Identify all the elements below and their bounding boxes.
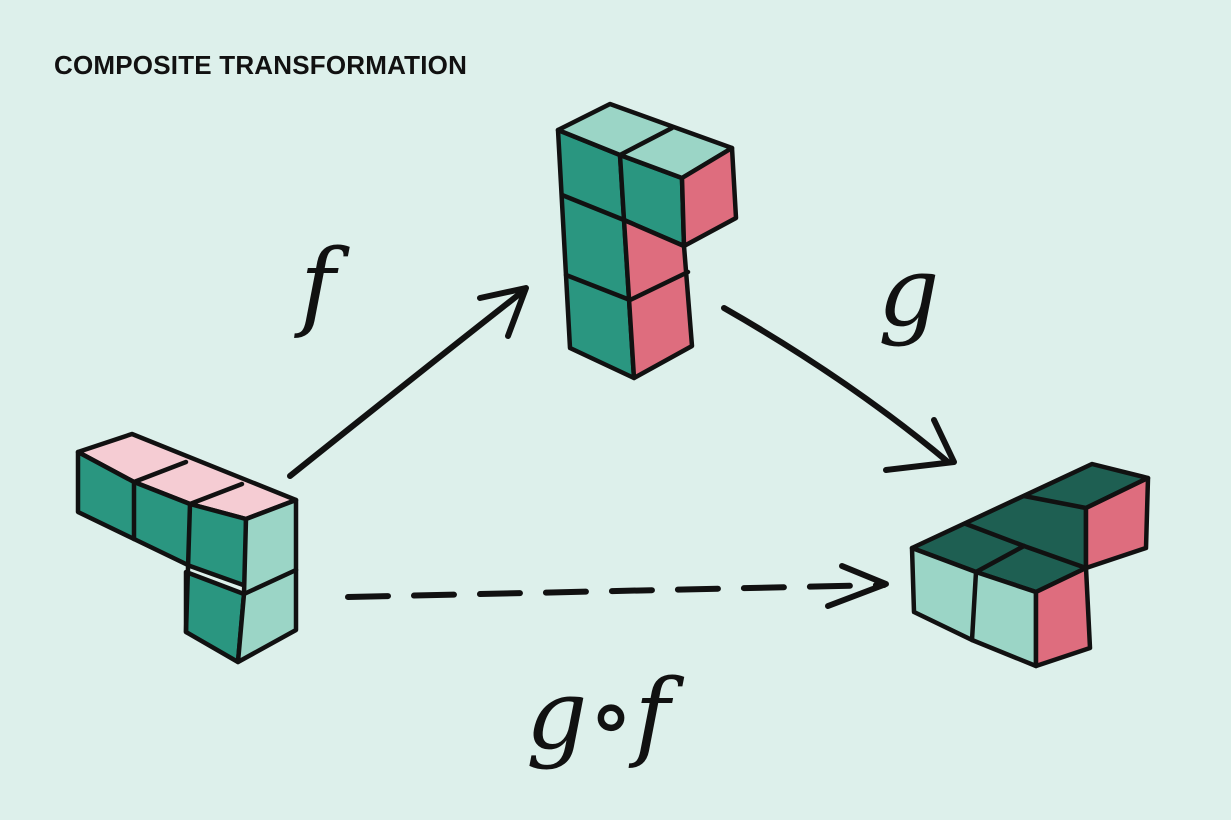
- source-top-grid-1: [131, 459, 189, 485]
- label-gof: g∘f: [526, 659, 685, 771]
- source-front-lower: [183, 569, 247, 665]
- label-f: f: [294, 229, 350, 341]
- gof-image-shape: [909, 461, 1151, 669]
- result-front-grid: [969, 569, 979, 643]
- source-top-grid-2: [187, 481, 245, 507]
- source-shape: [75, 431, 299, 665]
- arrow-f: [287, 285, 529, 479]
- middle-top-grid: [617, 125, 675, 158]
- page-title: COMPOSITE TRANSFORMATION: [54, 50, 468, 80]
- middle-side-arm: [679, 145, 739, 249]
- result-top-grid-1: [963, 521, 1027, 549]
- result-top-grid-2: [1021, 493, 1089, 511]
- middle-side-column: [621, 217, 695, 381]
- middle-front-grid-2: [563, 272, 633, 303]
- middle-front-grid-1: [559, 192, 627, 223]
- result-top-grid-3: [973, 543, 1027, 575]
- result-side-edge: [1021, 543, 1089, 571]
- label-g: g: [878, 236, 939, 348]
- arrow-gof-dashed: [345, 563, 889, 609]
- arrow-g: [721, 305, 957, 473]
- f-image-shape: [555, 101, 739, 381]
- result-side-lower: [1033, 565, 1093, 669]
- source-front-grid-2: [183, 501, 193, 635]
- result-side-upper: [1083, 475, 1151, 571]
- source-side-grid: [241, 567, 299, 597]
- middle-side-grid: [627, 269, 691, 303]
